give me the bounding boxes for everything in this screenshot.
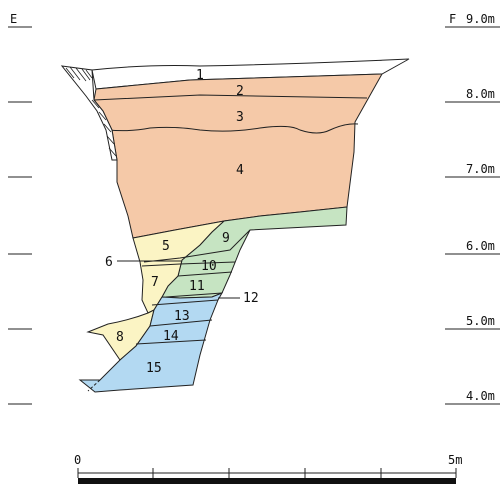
boundary-5-6 <box>143 229 251 263</box>
layer-label-12: 12 <box>243 291 259 306</box>
scale-start-label: 0 <box>74 453 81 467</box>
elevation-label-9m: 9.0m <box>466 12 495 26</box>
layer-label-2: 2 <box>236 84 244 99</box>
scale-end-label: 5m <box>448 453 462 467</box>
layer-5-7-region <box>132 220 226 314</box>
section-end-left-label: E <box>10 12 17 26</box>
layer-13-15-region <box>78 292 224 393</box>
hatch-marks <box>65 66 117 157</box>
layer-label-9: 9 <box>222 231 230 246</box>
layer-label-11: 11 <box>189 279 205 294</box>
elevation-label-8m: 8.0m <box>466 87 495 101</box>
layer-label-14: 14 <box>163 329 179 344</box>
boundary-3-4 <box>107 123 359 134</box>
layer-label-15: 15 <box>146 361 162 376</box>
layer-label-1: 1 <box>196 68 204 83</box>
boundary-12 <box>151 299 219 306</box>
boundary-13-14 <box>149 319 213 327</box>
elevation-label-4m: 4.0m <box>466 389 495 403</box>
layer-label-3: 3 <box>236 110 244 125</box>
elevation-label-6m: 6.0m <box>466 239 495 253</box>
layer-label-8: 8 <box>116 330 124 345</box>
layer-label-6: 6 <box>105 255 113 270</box>
elevation-label-5m: 5.0m <box>466 314 495 328</box>
scale-bar <box>77 468 457 484</box>
boundary-10-11 <box>177 271 233 277</box>
section-end-right-label: F <box>449 12 456 26</box>
boundary-6-7 <box>141 261 236 267</box>
boundary-11-13 <box>165 292 223 298</box>
boundary-14-15 <box>135 339 207 345</box>
layer-label-5: 5 <box>162 239 170 254</box>
layer-label-7: 7 <box>151 275 159 290</box>
dashed-boundary-15 <box>87 379 101 392</box>
layer-label-13: 13 <box>174 309 190 324</box>
elevation-label-7m: 7.0m <box>466 162 495 176</box>
layer-label-10: 10 <box>201 259 217 274</box>
boundary-2-3 <box>93 94 368 101</box>
layer-label-4: 4 <box>236 163 244 178</box>
